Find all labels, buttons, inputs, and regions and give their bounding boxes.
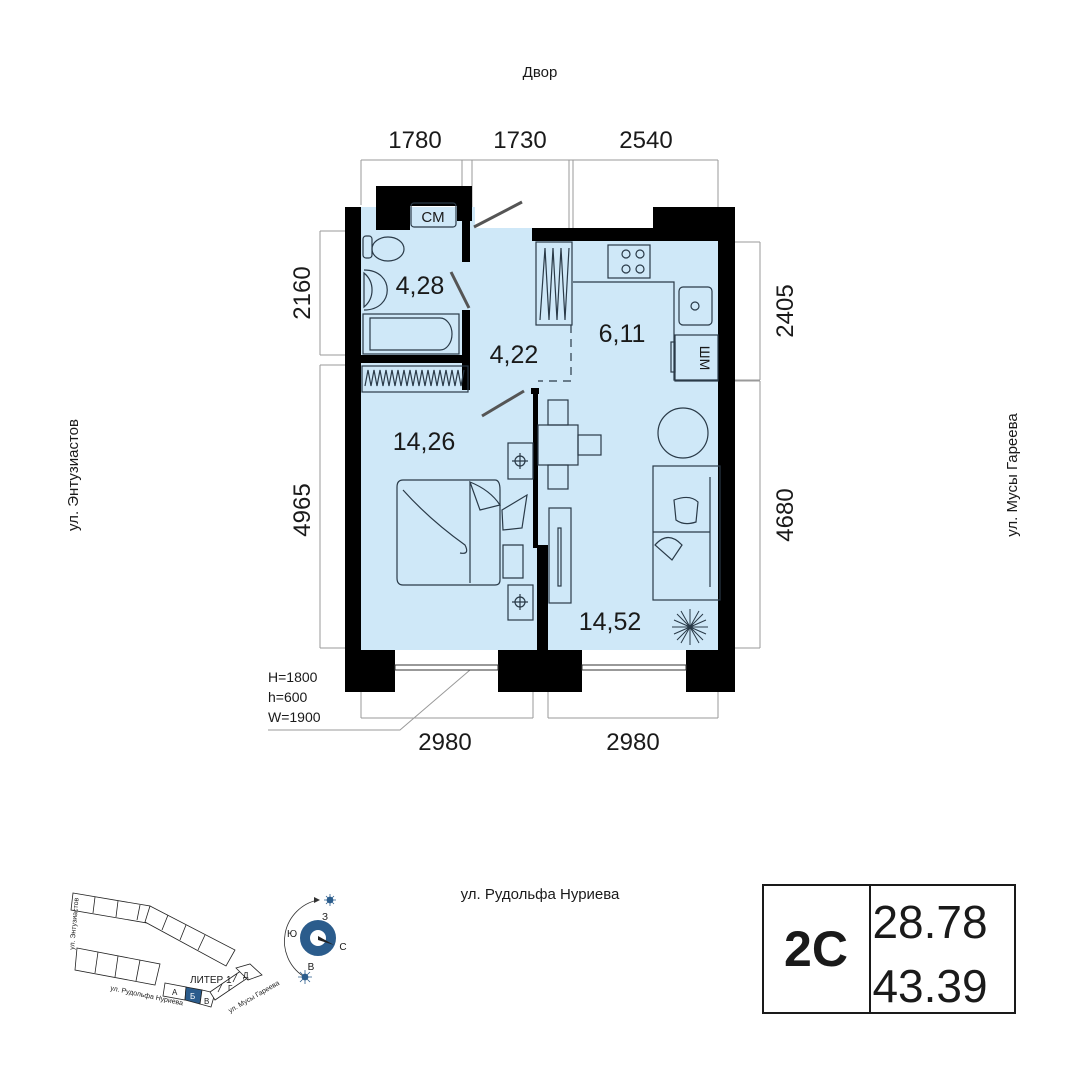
dim-left-1: 2160 — [289, 266, 316, 319]
sofa-icon — [652, 465, 721, 601]
washer-kitchen-label: ШМ — [697, 346, 713, 371]
section-b: Б — [190, 992, 195, 1001]
dim-bottom-2: 2980 — [606, 729, 659, 756]
yard-label: Двор — [523, 64, 558, 81]
bed-icon — [396, 479, 501, 586]
room-area-bathroom: 4,28 — [396, 272, 445, 300]
section-d: Д — [243, 971, 249, 980]
site-street-a: ул. Энтузиастов — [69, 897, 81, 950]
window-note-H: H=1800 — [268, 669, 318, 685]
building-label: ЛИТЕР 1 — [190, 975, 232, 986]
bathtub-icon — [362, 313, 460, 355]
compass-label-n: З — [322, 912, 328, 923]
toilet-icon — [371, 236, 405, 262]
dimension-lines — [268, 159, 761, 731]
living-furniture — [537, 399, 721, 645]
compass-icon — [284, 894, 336, 984]
section-v: В — [204, 997, 209, 1006]
room-area-kitchen: 6,11 — [599, 320, 646, 348]
dim-right-1: 2405 — [772, 284, 799, 337]
dim-top-3: 2540 — [619, 127, 672, 154]
living-area: 28.78 — [872, 896, 987, 948]
compass-label-w: Ю — [287, 929, 297, 940]
dim-left-2: 4965 — [289, 483, 316, 536]
walls — [345, 186, 735, 692]
washing-machine-bath — [410, 202, 457, 228]
wardrobe-bedroom — [361, 365, 469, 393]
doors — [449, 200, 572, 418]
total-area: 43.39 — [872, 960, 987, 1012]
street-bottom-label: ул. Рудольфа Нуриева — [461, 886, 620, 903]
street-left-label: ул. Энтузиастов — [65, 419, 82, 531]
sink-icon — [363, 269, 388, 311]
dim-right-2: 4680 — [772, 488, 799, 541]
washer-bath-label: СМ — [421, 209, 444, 226]
windows — [394, 664, 687, 671]
tv-stand — [548, 507, 572, 604]
stove-icon — [607, 244, 651, 279]
nightstand-bottom — [507, 584, 534, 621]
section-g: Г — [228, 984, 233, 993]
apartment-type: 2С — [784, 921, 848, 977]
room-area-living: 14,52 — [579, 608, 642, 636]
dim-top-2: 1730 — [493, 127, 546, 154]
floor-fill — [360, 207, 719, 650]
dim-bottom-1: 2980 — [418, 729, 471, 756]
compass-label-e: С — [339, 942, 346, 953]
plant-icon — [672, 609, 708, 645]
bedroom-furniture — [396, 442, 534, 621]
site-map — [70, 892, 263, 1008]
section-a: А — [172, 988, 178, 997]
round-table — [657, 407, 709, 459]
room-area-bedroom: 14,26 — [393, 428, 456, 456]
kitchen-sink-icon — [678, 286, 713, 326]
street-right-label: ул. Мусы Гареева — [1004, 413, 1021, 537]
summary-box — [762, 884, 1016, 1014]
room-area-hall: 4,22 — [490, 341, 539, 369]
window-note-h: h=600 — [268, 689, 308, 705]
bathroom-fixtures — [361, 202, 469, 393]
nightstand-top — [507, 442, 534, 480]
window-note-W: W=1900 — [268, 709, 321, 725]
wardrobe-hall — [535, 241, 573, 326]
compass-label-s: В — [308, 962, 315, 973]
sun-icon — [298, 894, 336, 984]
dim-top-1: 1780 — [388, 127, 441, 154]
kitchen-fixtures — [535, 241, 719, 382]
